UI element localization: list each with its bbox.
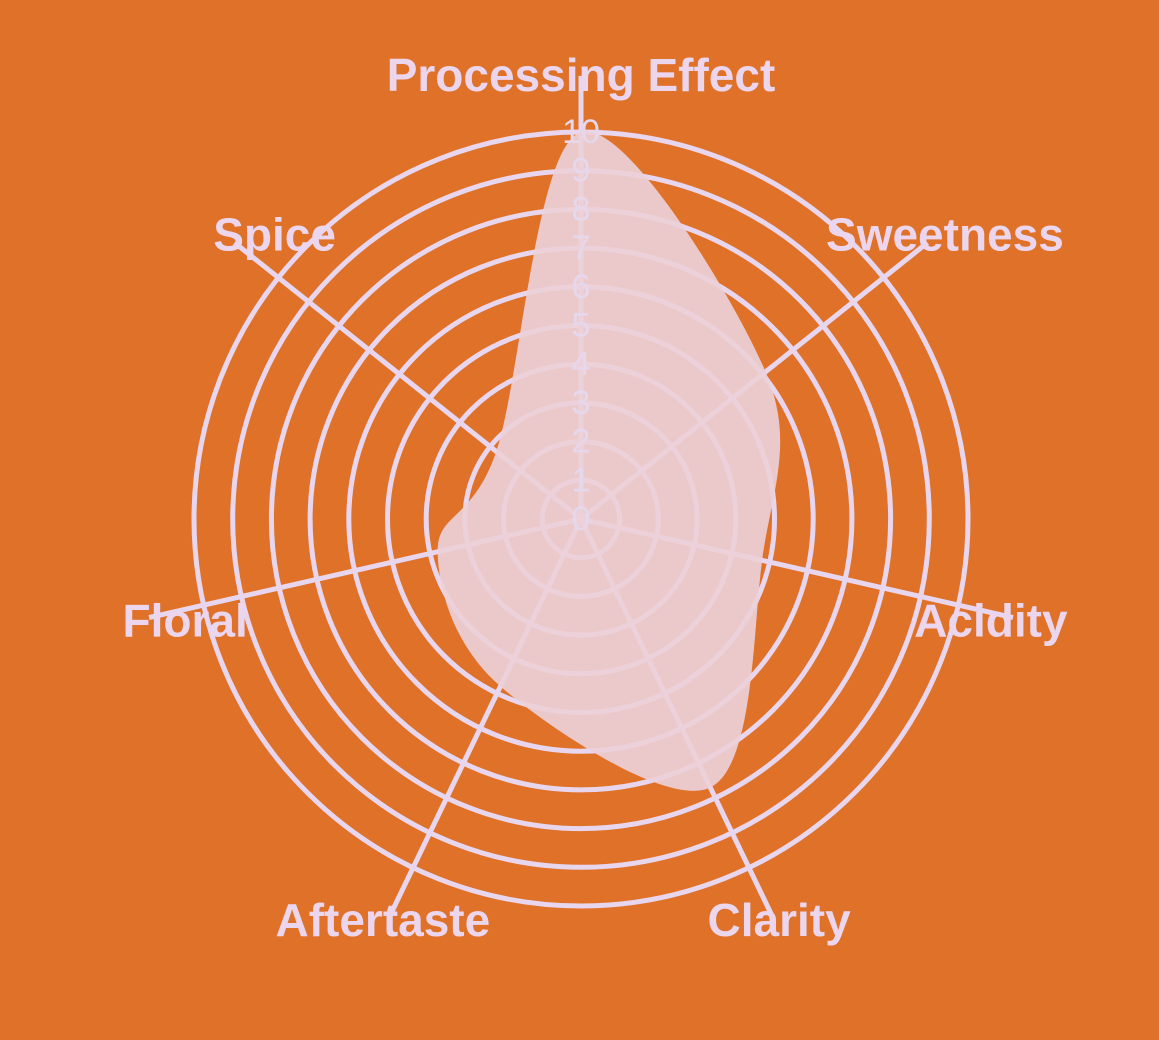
radar-series xyxy=(437,131,781,791)
axis-label: Floral xyxy=(123,595,248,647)
axis-label: Processing Effect xyxy=(387,49,776,101)
tick-label: 5 xyxy=(572,307,591,345)
tick-label: 7 xyxy=(572,229,591,267)
tick-label: 2 xyxy=(572,423,591,461)
axis-labels: Processing EffectSweetnessAcidityClarity… xyxy=(123,49,1068,946)
axis-label: Sweetness xyxy=(826,208,1064,260)
tick-label: 6 xyxy=(572,268,591,306)
axis-label: Clarity xyxy=(708,894,852,946)
tick-label: 4 xyxy=(572,345,591,383)
axis-label: Aftertaste xyxy=(275,894,490,946)
tick-label: 8 xyxy=(572,190,591,228)
tick-label: 10 xyxy=(562,113,600,151)
tick-label: 0 xyxy=(572,500,591,538)
tick-label: 3 xyxy=(572,384,591,422)
tick-label: 9 xyxy=(572,152,591,190)
axis-label: Spice xyxy=(213,208,336,260)
tick-label: 1 xyxy=(572,461,591,499)
series-area xyxy=(437,131,781,791)
axis-label: Acidity xyxy=(914,595,1068,647)
